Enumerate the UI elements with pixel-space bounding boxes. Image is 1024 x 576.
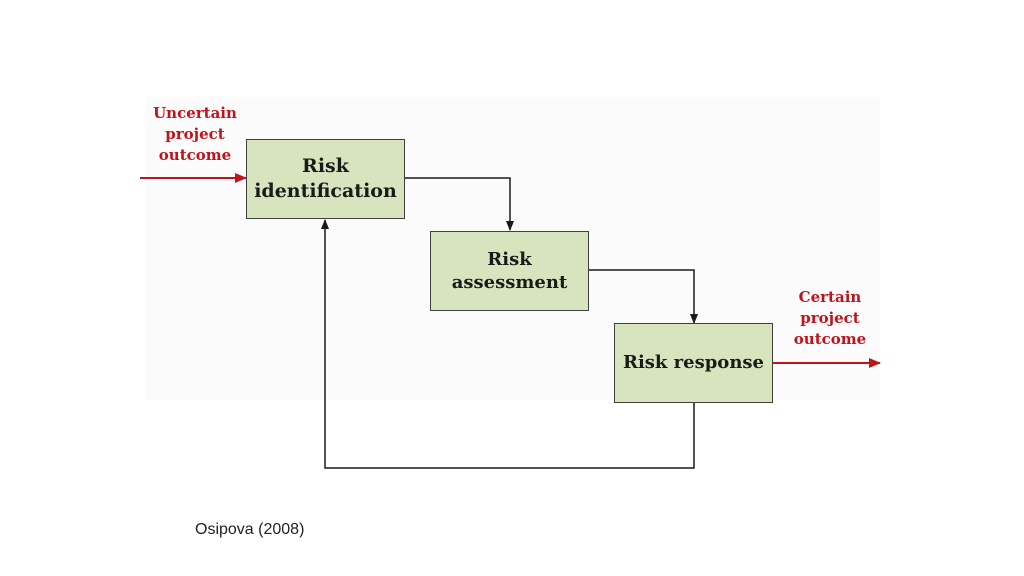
output-label-line-1: Certain bbox=[798, 288, 862, 306]
input-label-line-3: outcome bbox=[158, 146, 232, 164]
output-label: Certain project outcome bbox=[782, 287, 878, 350]
output-label-line-3: outcome bbox=[793, 330, 867, 348]
risk-identification-line-1: Risk bbox=[302, 155, 349, 178]
risk-assessment-line-1: Risk bbox=[487, 248, 532, 270]
risk-response-label: Risk response bbox=[622, 352, 764, 374]
risk-assessment-line-2: assessment bbox=[451, 272, 568, 293]
output-label-line-2: project bbox=[800, 309, 860, 327]
feedback-loop-connector bbox=[321, 219, 695, 469]
risk-assessment-box: Risk assessment bbox=[430, 231, 589, 311]
risk-identification-box: Risk identification bbox=[246, 139, 405, 219]
input-label: Uncertain project outcome bbox=[145, 103, 245, 166]
citation: Osipova (2008) bbox=[195, 521, 305, 538]
input-label-line-1: Uncertain bbox=[153, 104, 237, 122]
connector-identification-to-assessment bbox=[404, 177, 514, 231]
input-label-line-2: project bbox=[165, 125, 225, 143]
risk-identification-line-2: identification bbox=[254, 180, 397, 202]
connector-assessment-to-response bbox=[589, 269, 698, 324]
risk-response-box: Risk response bbox=[614, 323, 773, 403]
